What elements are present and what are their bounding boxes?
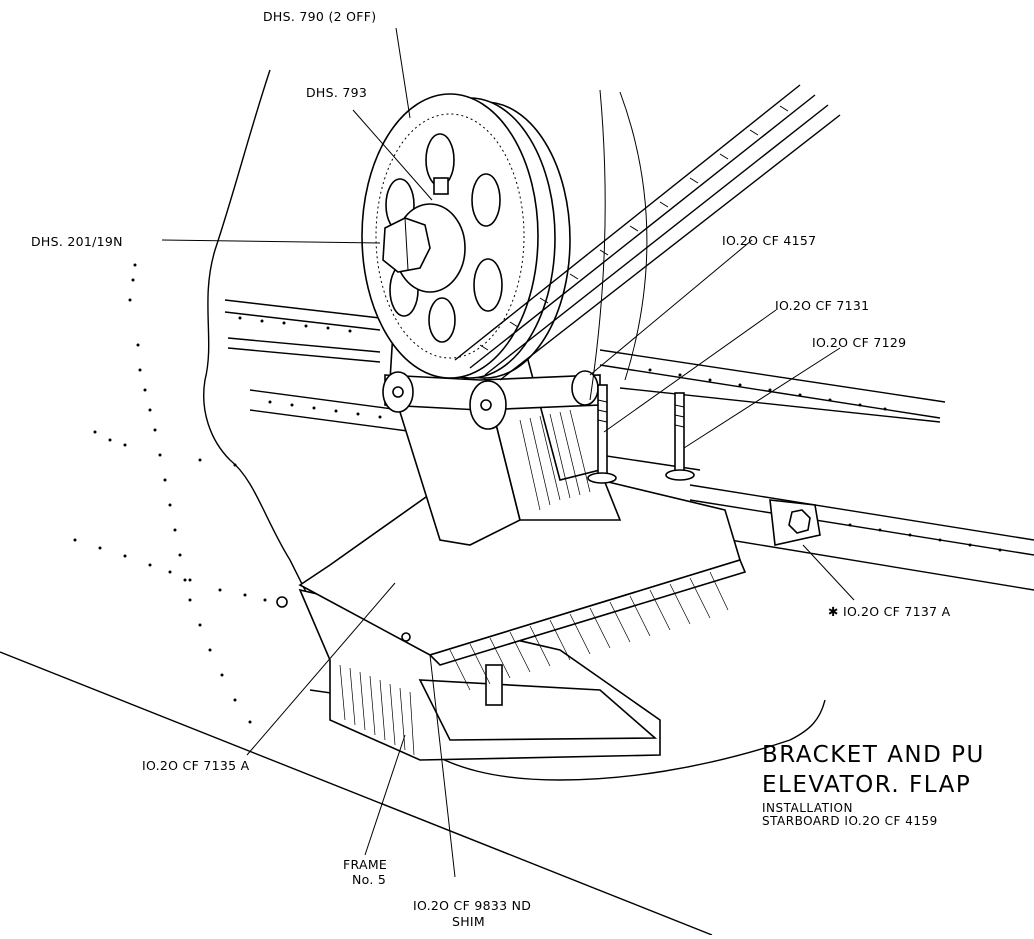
- control-cables: [454, 84, 841, 401]
- label-cf-4157: IO.2O CF 4157: [722, 233, 816, 248]
- callout-labels: DHS. 790 (2 OFF) DHS. 793 DHS. 201/19N I…: [31, 9, 951, 929]
- title-line-3: INSTALLATION: [762, 801, 853, 815]
- label-cf-7135a: IO.2O CF 7135 A: [142, 758, 250, 773]
- title-line-1: BRACKET AND PU: [762, 742, 985, 768]
- label-frame-number: No. 5: [352, 872, 386, 887]
- label-cf-7131: IO.2O CF 7131: [775, 298, 869, 313]
- title-block: BRACKET AND PU ELEVATOR. FLAP INSTALLATI…: [762, 742, 985, 828]
- label-cf-7137a: ✱ IO.2O CF 7137 A: [828, 604, 951, 619]
- label-dhs-201: DHS. 201/19N: [31, 234, 123, 249]
- label-cf-7129: IO.2O CF 7129: [812, 335, 906, 350]
- label-frame: FRAME: [343, 857, 387, 872]
- bracket-base: [276, 479, 747, 691]
- label-dhs-793: DHS. 793: [306, 85, 367, 100]
- pulley-spindle: [382, 370, 601, 430]
- leader-lines: [161, 27, 855, 878]
- label-shim: SHIM: [452, 914, 485, 929]
- label-dhs-790: DHS. 790 (2 OFF): [263, 9, 376, 24]
- stringer-rails: [224, 299, 1034, 591]
- title-line-2: ELEVATOR. FLAP: [762, 772, 971, 798]
- axle-bolt: [382, 203, 466, 293]
- rivet-dots: [73, 263, 1002, 724]
- rail-bolt: [769, 499, 821, 546]
- studs: [587, 384, 695, 484]
- title-line-4: STARBOARD IO.2O CF 4159: [762, 814, 938, 828]
- label-cf-9833: IO.2O CF 9833 ND: [413, 898, 531, 913]
